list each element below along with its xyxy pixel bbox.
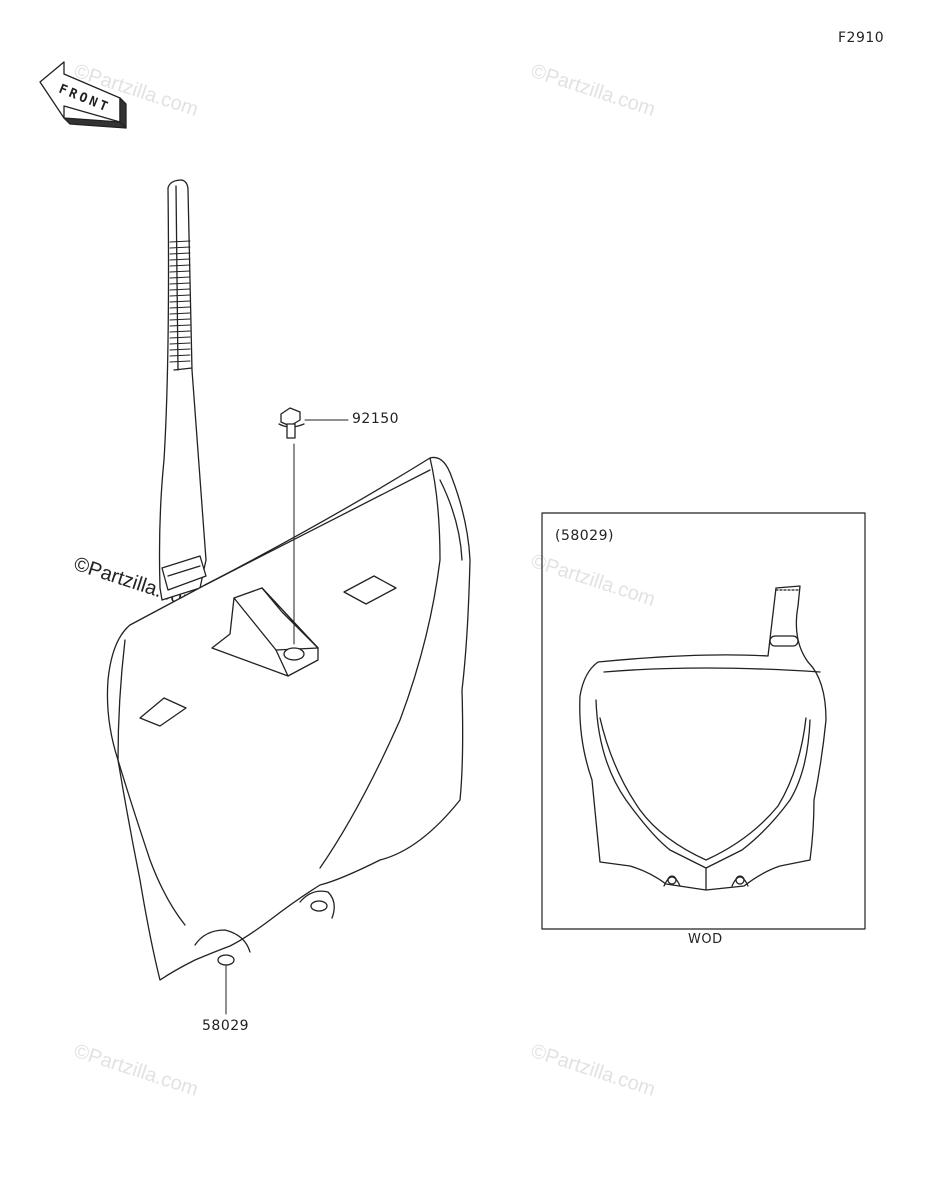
strap-ribs (169, 240, 191, 363)
plate-slot (139, 697, 187, 727)
inset-frame (541, 512, 866, 930)
mount-hole-icon (217, 954, 235, 966)
strap-outline (158, 179, 207, 601)
figure-id: F2910 (838, 30, 885, 46)
inset-tab (663, 876, 681, 887)
inset-plate-outline (579, 585, 827, 891)
strap-clip (161, 555, 207, 591)
mount-hole-icon (310, 900, 328, 912)
bolt-icon (278, 407, 305, 439)
bolt-hole-icon (283, 647, 305, 661)
plate-slot (343, 575, 397, 605)
part-code-plate: 58029 (202, 1018, 250, 1034)
front-arrow-icon (39, 61, 127, 129)
inset-slot (769, 635, 799, 647)
inset-title: (58029) (555, 528, 614, 544)
part-code-bolt: 92150 (352, 411, 400, 427)
inset-tab (731, 876, 749, 887)
inset-caption: WOD (688, 932, 723, 947)
